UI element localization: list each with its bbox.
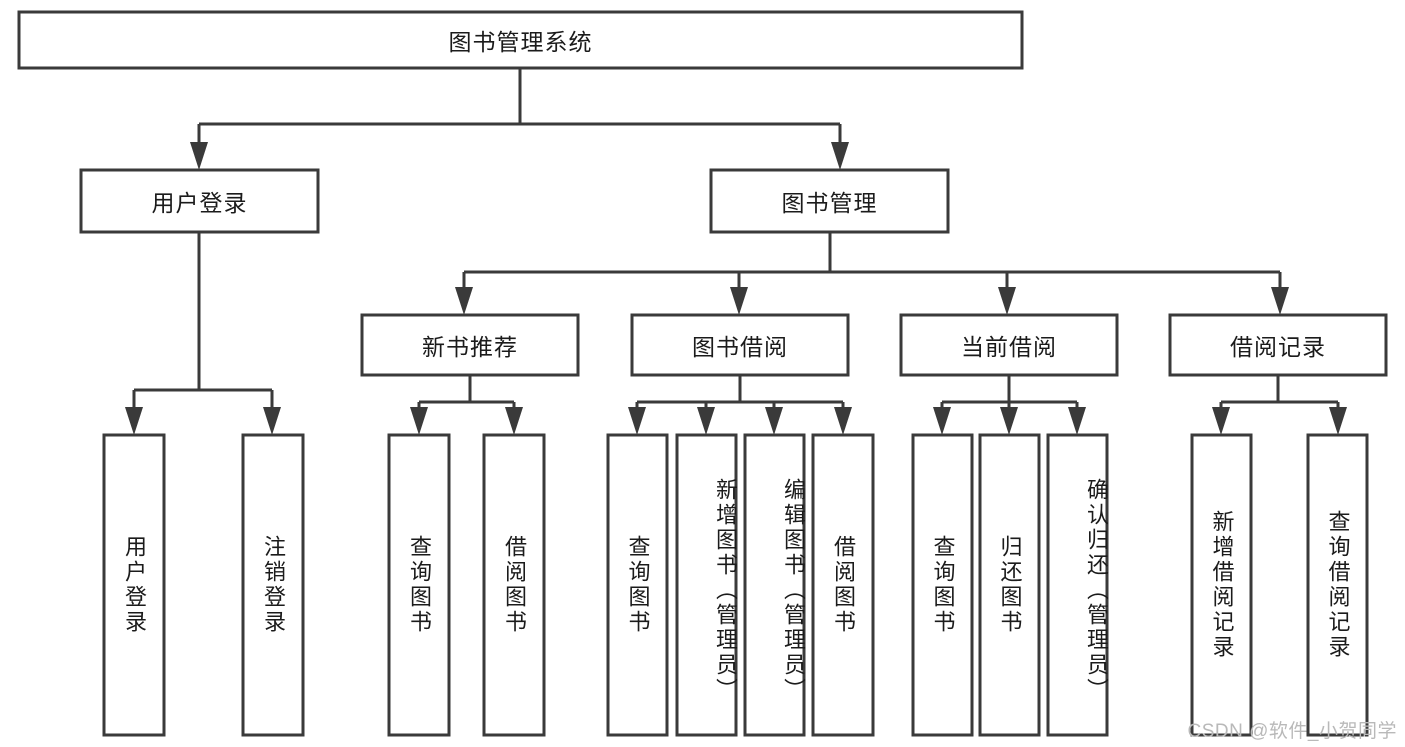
connector-current-borrow-to-leaves — [933, 375, 1086, 435]
leaf-box[interactable] — [387, 433, 451, 737]
leaf-box[interactable] — [911, 433, 974, 737]
node-user-login-box[interactable] — [79, 168, 320, 234]
node-root-box[interactable] — [17, 10, 1024, 70]
leaf-box[interactable] — [811, 433, 875, 737]
node-borrow-record-box[interactable] — [1168, 313, 1388, 377]
connector-borrow-record-to-leaves — [1212, 375, 1347, 435]
leaf-box[interactable] — [102, 433, 166, 737]
connector-root-to-level2 — [190, 68, 849, 170]
leaf-box[interactable] — [978, 433, 1041, 737]
leaf-box[interactable] — [241, 433, 305, 737]
leaf-box[interactable] — [1306, 433, 1369, 737]
leaf-box[interactable] — [482, 433, 546, 737]
watermark-text: CSDN @软件_小贺同学 — [1187, 721, 1397, 742]
connector-new-book-recommend-to-leaves — [410, 375, 523, 435]
leaf-box[interactable] — [606, 433, 669, 737]
leaf-box[interactable] — [743, 433, 806, 737]
leaf-box[interactable] — [1046, 433, 1109, 737]
leaf-box[interactable] — [675, 433, 738, 737]
node-book-management-box[interactable] — [709, 168, 950, 234]
node-book-borrow-box[interactable] — [630, 313, 850, 377]
connector-user-login-to-leaves — [125, 232, 281, 435]
node-new-book-recommend-box[interactable] — [360, 313, 580, 377]
node-current-borrow-box[interactable] — [899, 313, 1119, 377]
leaf-box[interactable] — [1190, 433, 1253, 737]
connector-book-management-to-level3 — [455, 232, 1289, 315]
connector-book-borrow-to-leaves — [628, 375, 852, 435]
